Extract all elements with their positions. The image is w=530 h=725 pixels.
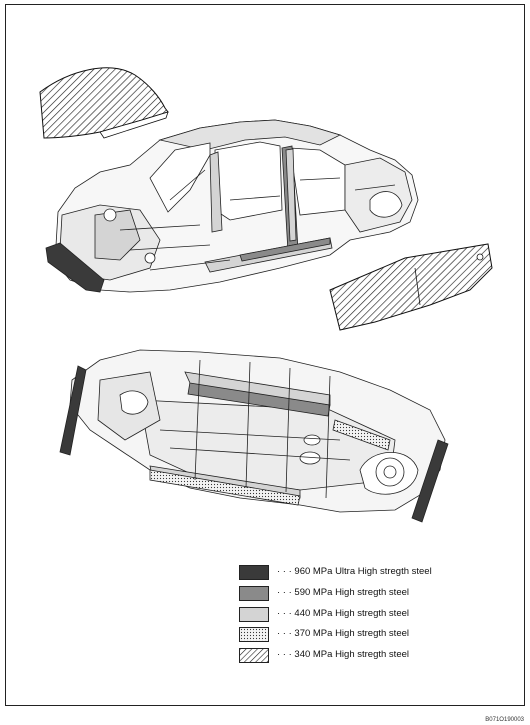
swatch-960-solid-dark bbox=[239, 565, 269, 580]
swatch-340-hatch bbox=[239, 648, 269, 663]
swatch-370-dots bbox=[239, 627, 269, 642]
legend-item-960: · · · 960 MPa Ultra High stregth steel bbox=[239, 565, 499, 581]
swatch-440-solid-light bbox=[239, 607, 269, 622]
legend-label-590: · · · 590 MPa High stregth steel bbox=[277, 587, 409, 598]
swatch-590-solid-mid bbox=[239, 586, 269, 601]
legend-item-440: · · · 440 MPa High stregth steel bbox=[239, 607, 499, 623]
body-in-white bbox=[45, 119, 419, 293]
legend-label-960: · · · 960 MPa Ultra High stregth steel bbox=[277, 566, 432, 577]
legend-label-340: · · · 340 MPa High stregth steel bbox=[277, 649, 409, 660]
hood-panel bbox=[39, 67, 169, 139]
door-panel bbox=[329, 243, 493, 331]
legend-item-340: · · · 340 MPa High stregth steel bbox=[239, 648, 499, 664]
figure-code: B071O190003 bbox=[485, 717, 524, 723]
legend-label-440: · · · 440 MPa High stregth steel bbox=[277, 608, 409, 619]
legend-item-370: · · · 370 MPa High stregth steel bbox=[239, 627, 499, 643]
underbody-floor bbox=[59, 349, 449, 523]
legend-item-590: · · · 590 MPa High stregth steel bbox=[239, 586, 499, 602]
legend-label-370: · · · 370 MPa High stregth steel bbox=[277, 628, 409, 639]
